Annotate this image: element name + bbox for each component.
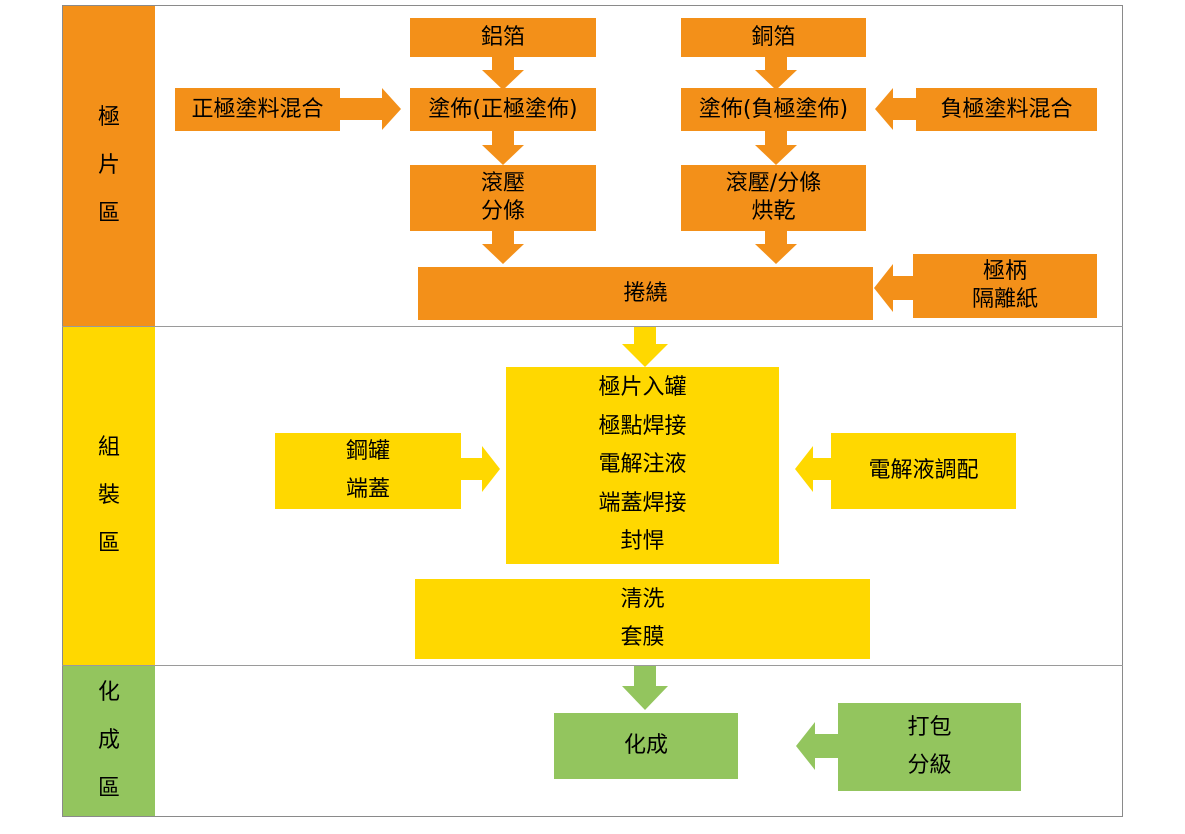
arrow-left	[874, 264, 913, 312]
section-char: 區	[97, 201, 120, 226]
node-label: 分級	[907, 753, 952, 778]
anode-slurry-mix-box: 負極塗料混合	[916, 88, 1097, 131]
node-label: 套膜	[620, 625, 665, 650]
node-label: 隔離紙	[971, 287, 1038, 312]
section-char: 區	[97, 531, 120, 556]
section-char: 區	[97, 776, 120, 801]
section-char: 裝	[97, 483, 120, 508]
arrow-down	[622, 327, 668, 367]
pack-grade-box: 打包 分級	[838, 703, 1021, 791]
arrow-right	[461, 446, 500, 492]
node-label: 端蓋焊接	[598, 490, 687, 516]
anode-coating-box: 塗佈(負極塗佈)	[681, 88, 866, 131]
node-label: 銅箔	[751, 24, 796, 50]
node-label: 封悍	[620, 529, 665, 555]
arrow-right	[340, 88, 401, 130]
arrow-down	[755, 231, 797, 264]
node-label: 正極塗料混合	[191, 96, 324, 122]
cathode-roll-slit-box: 滾壓 分條	[410, 165, 596, 231]
arrow-down	[482, 131, 524, 165]
aluminum-foil-box: 鋁箔	[410, 18, 596, 57]
node-label: 分條	[480, 199, 525, 224]
steel-can-endcap-box: 鋼罐 端蓋	[275, 433, 461, 509]
section-assembly-label: 組 裝 區	[63, 327, 155, 665]
cathode-slurry-mix-box: 正極塗料混合	[175, 88, 340, 131]
node-label: 打包	[907, 715, 952, 740]
diagram-frame	[62, 5, 1123, 817]
section-char: 成	[97, 728, 120, 753]
node-label: 滾壓	[480, 171, 525, 196]
tab-separator-box: 極柄 隔離紙	[913, 254, 1097, 318]
section-char: 化	[97, 680, 120, 705]
arrow-left	[796, 722, 838, 770]
anode-roll-slit-dry-box: 滾壓/分條 烘乾	[681, 165, 866, 231]
section-formation-label: 化 成 區	[63, 666, 155, 816]
node-label: 負極塗料混合	[940, 96, 1073, 122]
arrow-down	[755, 57, 797, 90]
arrow-down	[482, 231, 524, 264]
section-char: 極	[97, 105, 120, 130]
section-char: 片	[97, 153, 120, 178]
cathode-coating-box: 塗佈(正極塗佈)	[410, 88, 596, 131]
node-label: 塗佈(正極塗佈)	[428, 96, 578, 122]
node-label: 電解液調配	[868, 458, 979, 483]
node-label: 極片入罐	[598, 375, 687, 401]
node-label: 鋁箔	[480, 24, 525, 50]
copper-foil-box: 銅箔	[681, 18, 866, 57]
node-label: 捲繞	[623, 280, 668, 306]
clean-film-box: 清洗 套膜	[415, 579, 870, 659]
winding-box: 捲繞	[418, 267, 873, 320]
node-label: 滾壓/分條	[725, 171, 822, 196]
node-label: 鋼罐	[345, 439, 390, 464]
arrow-left	[795, 446, 831, 492]
assembly-steps-box: 極片入罐 極點焊接 電解注液 端蓋焊接 封悍	[506, 367, 779, 564]
node-label: 端蓋	[345, 477, 390, 502]
node-label: 極點焊接	[598, 413, 687, 439]
section-divider	[62, 326, 1123, 327]
section-divider	[62, 665, 1123, 666]
electrolyte-prep-box: 電解液調配	[831, 433, 1016, 509]
node-label: 清洗	[620, 587, 665, 612]
arrow-left	[875, 88, 916, 130]
node-label: 烘乾	[751, 199, 796, 224]
arrow-down	[755, 131, 797, 165]
section-electrode-label: 極 片 區	[63, 6, 155, 326]
node-label: 塗佈(負極塗佈)	[698, 96, 849, 122]
node-label: 化成	[623, 733, 668, 758]
arrow-down	[482, 57, 524, 90]
arrow-down	[622, 666, 668, 710]
node-label: 電解注液	[598, 452, 687, 478]
formation-box: 化成	[554, 713, 738, 779]
section-char: 組	[97, 435, 120, 460]
node-label: 極柄	[982, 259, 1027, 284]
